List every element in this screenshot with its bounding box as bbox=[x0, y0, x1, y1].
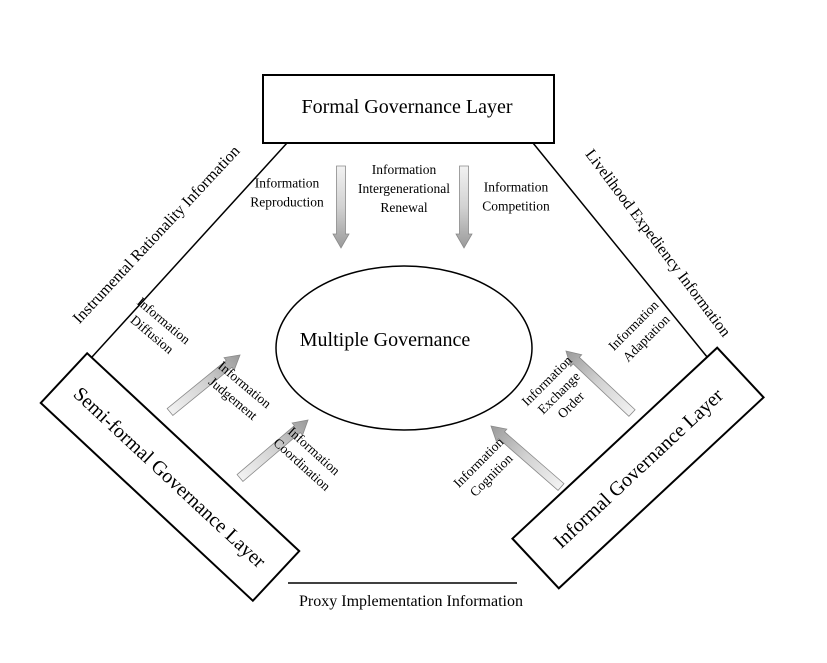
arrow-cognition bbox=[490, 425, 565, 491]
flow-label-line: Information bbox=[255, 176, 320, 191]
flow-label-judgement: InformationJudgement bbox=[204, 358, 275, 425]
flow-label-coordination: InformationCoordination bbox=[270, 422, 345, 494]
arrow-judgement bbox=[166, 354, 241, 417]
flow-label-adaptation: InformationAdaptation bbox=[605, 297, 674, 366]
flow-label-line: Information bbox=[484, 180, 549, 195]
multiple-governance-label: Multiple Governance bbox=[300, 329, 471, 351]
frame-lines bbox=[91, 142, 713, 584]
arrow-competition bbox=[455, 165, 473, 249]
frame-line-top-right bbox=[532, 142, 713, 364]
arrow-reproduction bbox=[332, 165, 350, 249]
flow-label-diffusion: InformationDiffusion bbox=[123, 294, 194, 361]
arrow-adaptation bbox=[565, 350, 636, 417]
multiple-governance-node: Multiple Governance bbox=[275, 265, 533, 431]
edge-label-bottom: Proxy Implementation Information bbox=[299, 593, 523, 610]
flow-label-line: Renewal bbox=[380, 200, 427, 215]
arrow-coordination bbox=[236, 419, 309, 482]
flow-label-line: Intergenerational bbox=[358, 181, 450, 196]
flow-arrows bbox=[166, 165, 636, 491]
frame-line-top-left bbox=[91, 142, 288, 358]
edge-label-left: Instrumental Rationality Information bbox=[70, 143, 244, 327]
formal-layer-box: Formal Governance Layer bbox=[262, 74, 555, 144]
flow-label-line: Reproduction bbox=[250, 195, 324, 210]
formal-layer-title: Formal Governance Layer bbox=[301, 96, 512, 118]
flow-label-line: Competition bbox=[482, 199, 550, 214]
flow-label-line: Information bbox=[372, 162, 437, 177]
